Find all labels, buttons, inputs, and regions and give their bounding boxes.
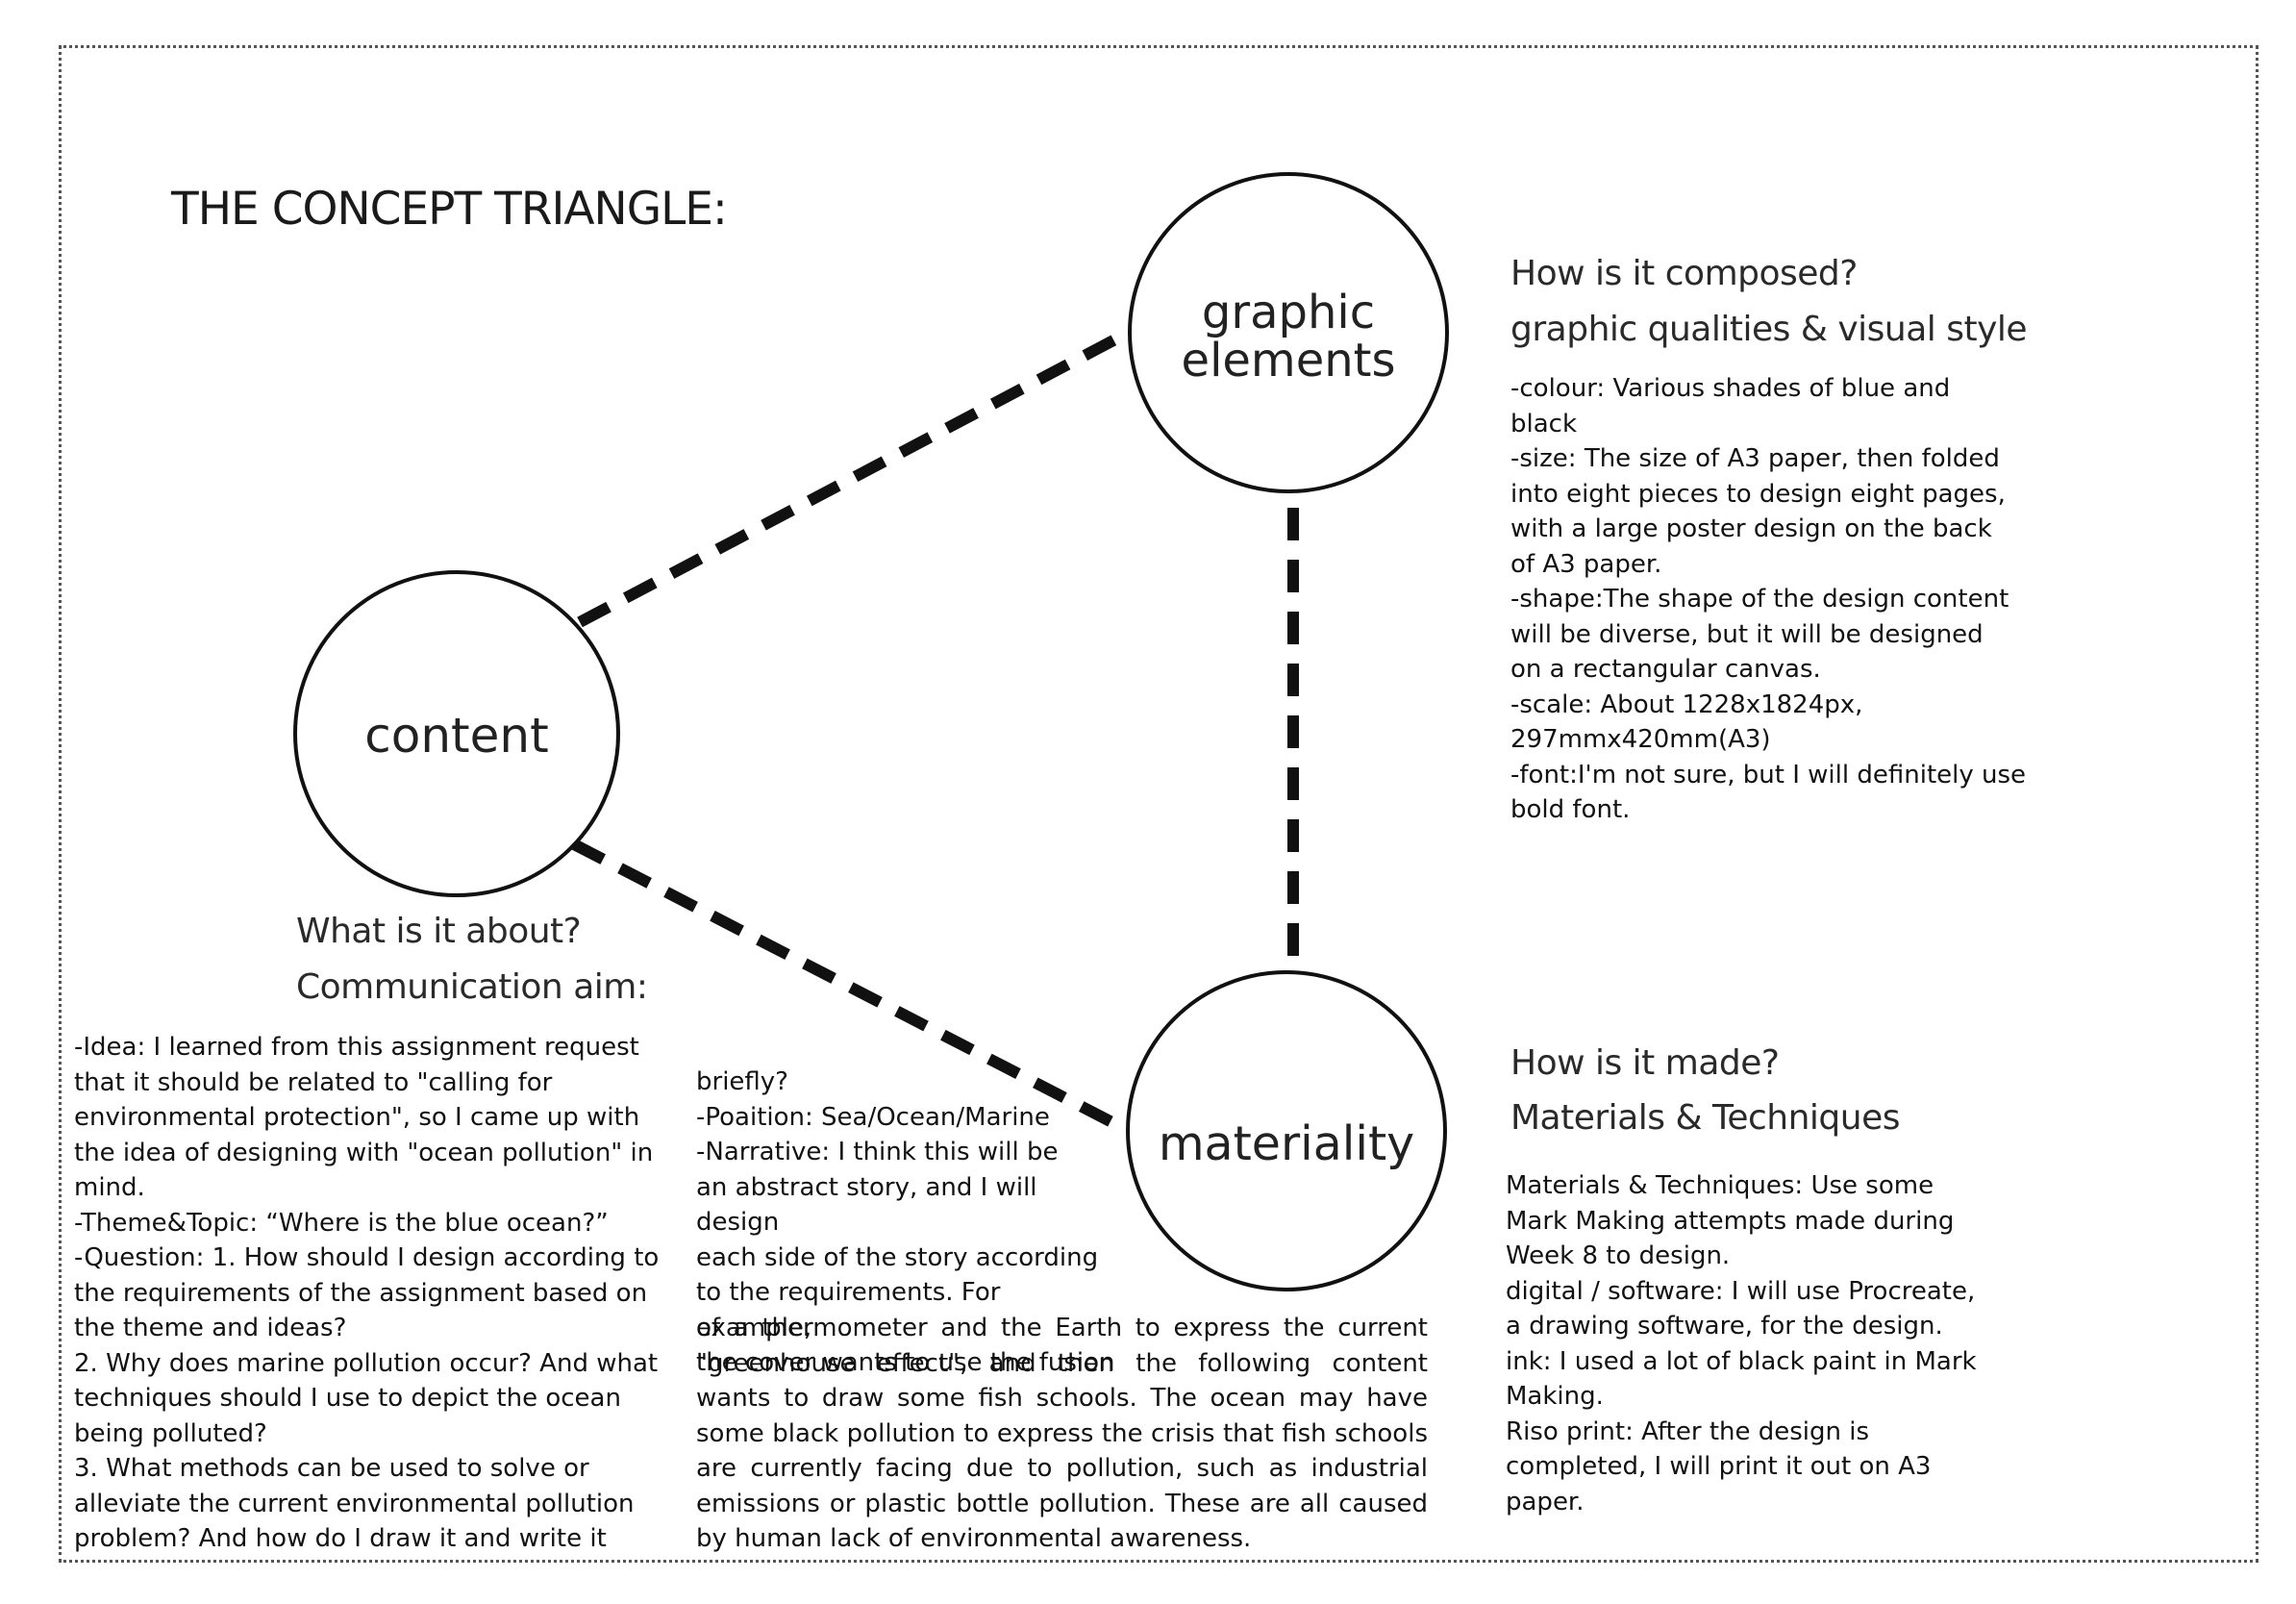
graphic-description: -colour: Various shades of blue and blac…	[1510, 374, 2027, 824]
materiality-label: materiality	[1158, 1116, 1415, 1172]
content-description-left: -Idea: I learned from this assignment re…	[74, 1033, 660, 1553]
graphic-elements-label: graphic elements	[1181, 285, 1396, 388]
content-description-middle-bottom: of a thermometer and the Earth to expres…	[696, 1314, 1428, 1553]
graphic-subheading: graphic qualities & visual style	[1510, 310, 2028, 349]
materiality-circle	[1126, 970, 1447, 1291]
graphic-elements-circle	[1128, 172, 1449, 493]
content-subheading: Communication aim:	[296, 967, 648, 1007]
materiality-subheading: Materials & Techniques	[1510, 1098, 1901, 1138]
page-frame	[59, 45, 2259, 1563]
content-circle	[293, 570, 620, 897]
connector-content-graphic	[577, 326, 1133, 628]
content-label: content	[364, 707, 549, 764]
content-question: What is it about?	[296, 912, 582, 951]
content-description-middle-top: briefly? -Poaition: Sea/Ocean/Marine -Na…	[696, 1067, 1115, 1377]
materiality-question: How is it made?	[1510, 1043, 1780, 1083]
materiality-description: Materials & Techniques: Use some Mark Ma…	[1506, 1171, 1977, 1516]
diagram-title: THE CONCEPT TRIANGLE:	[171, 183, 728, 236]
graphic-question: How is it composed?	[1510, 254, 1858, 293]
